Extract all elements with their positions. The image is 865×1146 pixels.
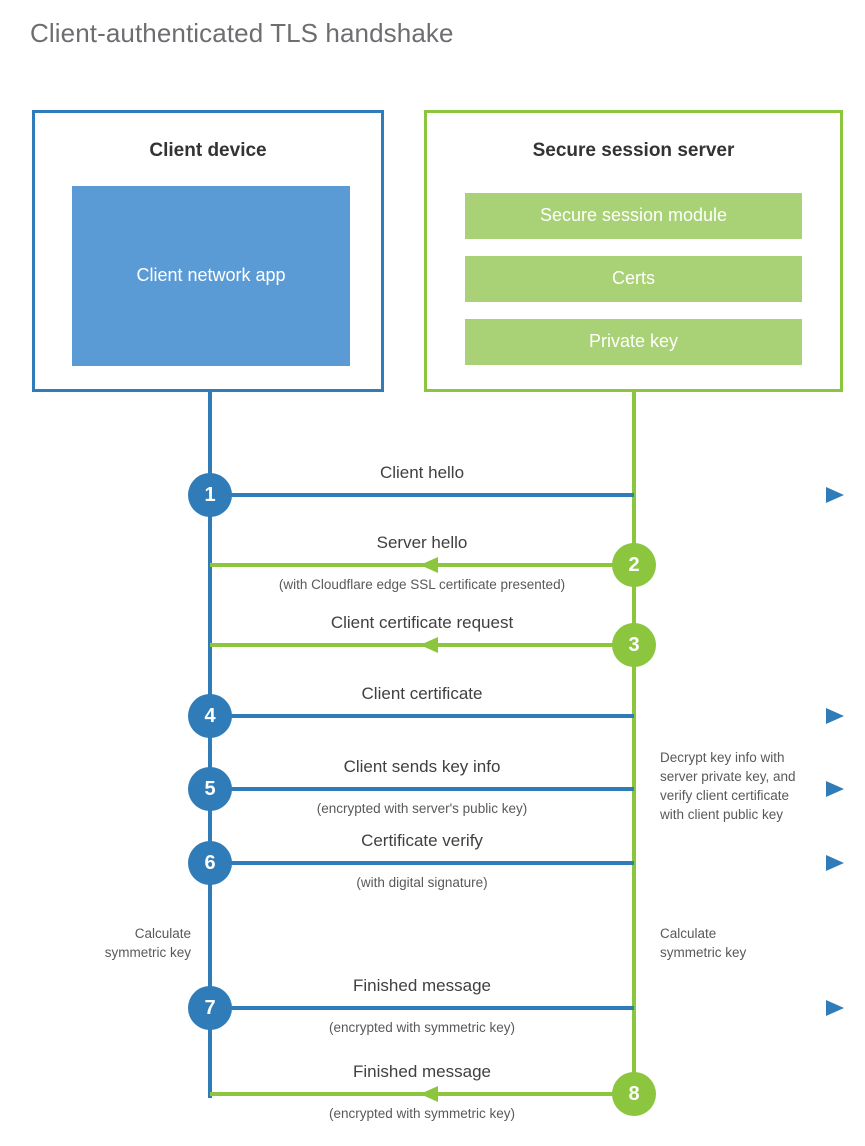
certs-block: Certs bbox=[465, 256, 802, 302]
message-label: Client hello bbox=[379, 463, 465, 482]
server-calculate-symmetric-key-note: Calculate symmetric key bbox=[660, 926, 747, 961]
secure-session-module-block: Secure session module bbox=[465, 193, 802, 239]
message-arrow-line bbox=[210, 708, 844, 724]
client-lifeline bbox=[208, 392, 212, 1098]
message-label: Client sends key info bbox=[343, 757, 501, 776]
arrow-right-icon bbox=[826, 708, 844, 724]
message-label: Client certificate bbox=[361, 684, 483, 703]
arrow-left-icon bbox=[420, 557, 438, 573]
message-sublabel: (encrypted with symmetric key) bbox=[328, 1020, 516, 1035]
arrow-left-icon bbox=[420, 1086, 438, 1102]
message-label: Server hello bbox=[376, 533, 468, 552]
arrow-right-icon bbox=[826, 487, 844, 503]
secure-session-server-box: Secure session server Secure session mod… bbox=[424, 110, 843, 392]
message-sublabel: (encrypted with symmetric key) bbox=[328, 1106, 516, 1121]
message-label: Finished message bbox=[353, 1062, 491, 1081]
server-lifeline bbox=[632, 392, 636, 1092]
step-badge-7: 7 bbox=[188, 986, 232, 1030]
message-label: Finished message bbox=[353, 976, 491, 995]
arrow-right-icon bbox=[826, 855, 844, 871]
arrow-right-icon bbox=[826, 781, 844, 797]
client-calculate-symmetric-key-note: Calculate symmetric key bbox=[104, 926, 191, 961]
step-badge-1: 1 bbox=[188, 473, 232, 517]
message-sublabel: (encrypted with server's public key) bbox=[316, 801, 528, 816]
message-arrow-line bbox=[210, 1086, 634, 1102]
arrow-left-icon bbox=[420, 637, 438, 653]
page-title: Client-authenticated TLS handshake bbox=[30, 18, 454, 48]
message-sublabel: (with Cloudflare edge SSL certificate pr… bbox=[278, 577, 566, 592]
client-device-title: Client device bbox=[149, 140, 267, 161]
step-badge-8: 8 bbox=[612, 1072, 656, 1116]
step-badge-2: 2 bbox=[612, 543, 656, 587]
message-label: Certificate verify bbox=[361, 831, 483, 850]
step-badge-5: 5 bbox=[188, 767, 232, 811]
client-network-app-block: Client network app bbox=[72, 186, 350, 366]
message-arrow-line bbox=[210, 637, 634, 653]
message-arrow-line bbox=[210, 781, 844, 797]
step-badge-6: 6 bbox=[188, 841, 232, 885]
message-label: Client certificate request bbox=[330, 613, 514, 632]
message-sublabel: (with digital signature) bbox=[356, 875, 488, 890]
secure-session-server-title: Secure session server bbox=[532, 140, 735, 161]
message-arrow-line bbox=[210, 855, 844, 871]
server-decrypt-note: Decrypt key info with server private key… bbox=[660, 750, 796, 823]
message-arrow-line bbox=[210, 487, 844, 503]
client-device-box: Client device Client network app bbox=[32, 110, 384, 392]
step-badge-4: 4 bbox=[188, 694, 232, 738]
private-key-block: Private key bbox=[465, 319, 802, 365]
step-badge-3: 3 bbox=[612, 623, 656, 667]
message-arrow-line bbox=[210, 1000, 844, 1016]
arrow-right-icon bbox=[826, 1000, 844, 1016]
message-arrow-line bbox=[210, 557, 634, 573]
